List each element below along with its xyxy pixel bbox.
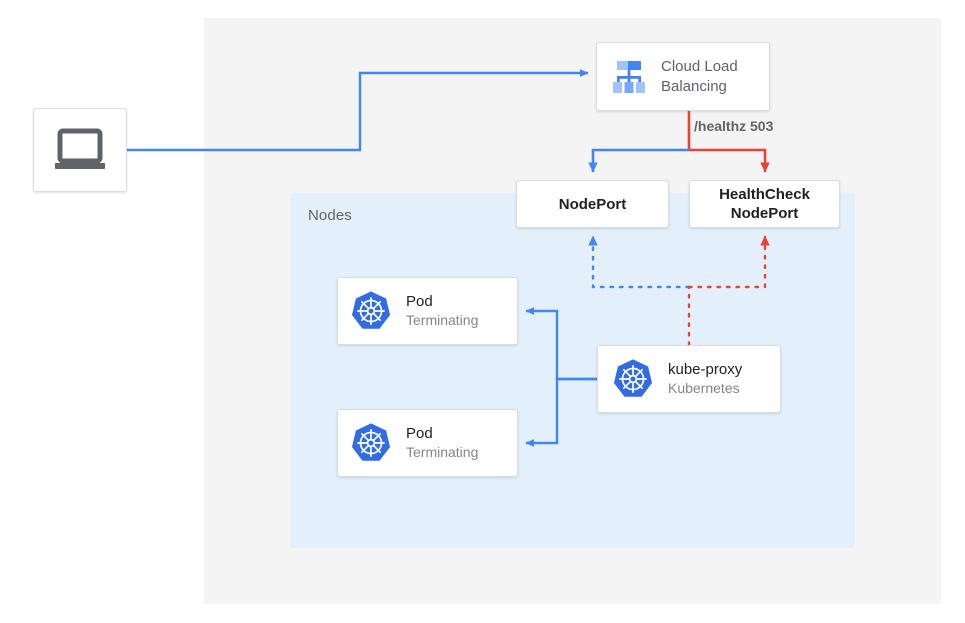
kube-proxy-node[interactable]: kube-proxy Kubernetes <box>597 345 781 413</box>
pod-node-1[interactable]: Pod Terminating <box>337 277 518 345</box>
healthz-edge-label: /healthz 503 <box>694 118 774 134</box>
kubernetes-icon <box>350 422 392 464</box>
healthcheck-nodeport-label: HealthCheck NodePort <box>719 186 810 222</box>
nodes-region-label: Nodes <box>308 207 352 224</box>
client-node[interactable] <box>33 108 127 192</box>
pod-subtitle-1: Terminating <box>406 312 479 328</box>
laptop-icon <box>53 128 107 172</box>
nodeport-node[interactable]: NodePort <box>516 180 669 228</box>
cloud-load-balancing-icon <box>609 59 649 95</box>
kubernetes-icon <box>350 290 392 332</box>
pod-title-1: Pod <box>406 293 433 310</box>
pod-text-1: Pod Terminating <box>406 292 478 330</box>
cloud-load-balancing-node[interactable]: Cloud Load Balancing <box>596 42 770 111</box>
pod-subtitle-2: Terminating <box>406 444 479 460</box>
cloud-load-balancing-label: Cloud Load Balancing <box>661 57 738 95</box>
pod-node-2[interactable]: Pod Terminating <box>337 409 518 477</box>
kube-proxy-subtitle: Kubernetes <box>668 380 740 396</box>
pod-title-2: Pod <box>406 425 433 442</box>
healthcheck-nodeport-node[interactable]: HealthCheck NodePort <box>689 180 840 228</box>
nodeport-label: NodePort <box>558 195 627 213</box>
kubernetes-icon <box>612 358 654 400</box>
kube-proxy-title: kube-proxy <box>668 361 743 378</box>
kube-proxy-text: kube-proxy Kubernetes <box>668 360 742 398</box>
pod-text-2: Pod Terminating <box>406 424 478 462</box>
